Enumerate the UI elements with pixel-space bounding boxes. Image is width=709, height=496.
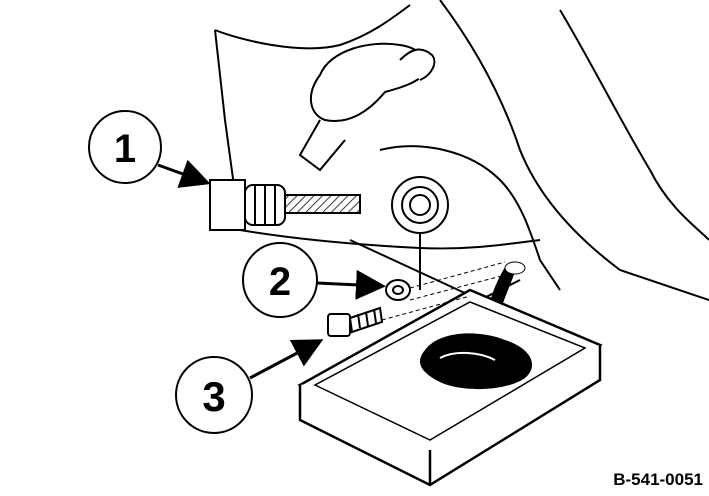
callout-1: 1 — [88, 110, 211, 188]
dipstick-cap — [209, 179, 361, 231]
callout-1-label: 1 — [114, 127, 136, 171]
oil-puddle — [420, 333, 533, 390]
guide-lines — [381, 261, 506, 321]
callout-2: 2 — [242, 242, 386, 318]
callout-3-label: 3 — [202, 373, 225, 420]
engine-casing — [214, 0, 709, 302]
filler-port — [391, 176, 449, 234]
sealing-washer — [385, 279, 411, 301]
hand — [298, 42, 436, 172]
callout-3: 3 — [175, 339, 324, 434]
drain-plug — [327, 306, 384, 337]
figure-reference-code: B-541-0051 — [613, 470, 703, 489]
callout-2-label: 2 — [269, 260, 291, 304]
